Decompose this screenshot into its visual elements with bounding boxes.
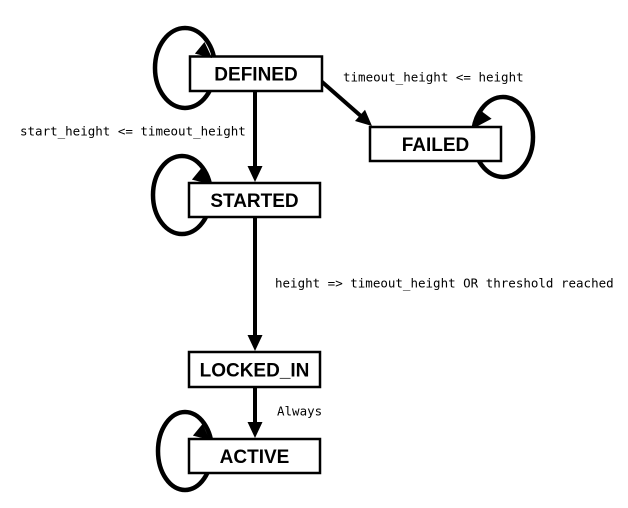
edge-label-lockedin-to-active: Always [277, 404, 322, 419]
state-active: ACTIVE [187, 437, 322, 475]
state-box-failed [368, 125, 503, 163]
arrowhead-self-loop-started-icon [191, 168, 209, 184]
state-label-defined: DEFINED [214, 65, 297, 86]
state-label-locked-in: LOCKED_IN [200, 361, 310, 382]
arrowhead-self-loop-failed-icon [476, 109, 492, 127]
edge-label-defined-to-started: start_height <= timeout_height [20, 124, 246, 139]
state-box-locked-in [187, 350, 322, 389]
arrowhead-self-loop-defined-icon [194, 42, 212, 58]
edge-label-started-to-lockedin: height => timeout_height OR threshold re… [275, 276, 614, 291]
arrowhead-lockedin-to-active-icon [247, 422, 263, 438]
state-box-defined [188, 55, 324, 93]
state-started: STARTED [187, 181, 322, 219]
state-defined: DEFINED [188, 55, 324, 93]
state-box-started [187, 181, 322, 219]
state-label-started: STARTED [210, 191, 298, 212]
state-label-active: ACTIVE [220, 447, 290, 468]
state-box-active [187, 437, 322, 475]
arrowhead-started-to-lockedin-icon [247, 335, 263, 351]
state-label-failed: FAILED [402, 135, 470, 156]
state-locked-in: LOCKED_IN [187, 350, 322, 389]
state-failed: FAILED [368, 125, 503, 163]
edge-defined-to-failed [319, 79, 364, 119]
edge-label-defined-to-failed: timeout_height <= height [343, 70, 524, 85]
arrowhead-defined-to-started-icon [247, 166, 263, 182]
arrowhead-defined-to-failed-icon [355, 109, 372, 126]
arrowhead-self-loop-active-icon [192, 424, 210, 440]
